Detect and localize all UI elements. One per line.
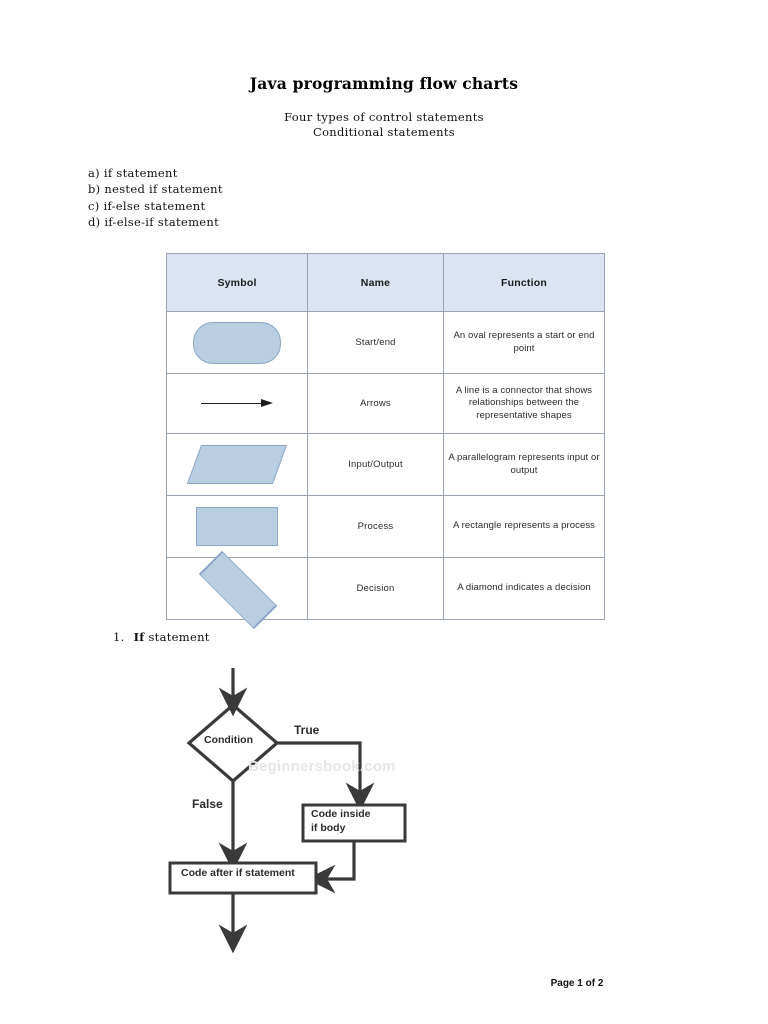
if-statement-flowchart: Beginnersbook.com Condition True False C… [150, 660, 450, 960]
name-cell-input-output: Input/Output [307, 433, 444, 496]
function-cell-input-output: A parallelogram represents input or outp… [443, 433, 605, 496]
column-header-symbol: Symbol [166, 253, 308, 312]
page-footer: Page 1 of 2 [0, 978, 768, 989]
if-body-exit-arrow [306, 841, 356, 894]
table-row: Process A rectangle represents a process [166, 495, 605, 558]
oval-icon [193, 321, 281, 364]
list-item-b: b) nested if statement [88, 182, 223, 197]
function-cell-arrows: A line is a connector that shows relatio… [443, 373, 605, 434]
subtitle-line-2: Conditional statements [312, 125, 456, 139]
if-body-label: Code inside if body [311, 808, 371, 834]
section-heading-rest: statement [148, 630, 210, 644]
function-cell-start-end: An oval represents a start or end point [443, 311, 605, 374]
table-row: Arrows A line is a connector that shows … [166, 373, 605, 434]
symbol-cell-decision [166, 550, 308, 629]
table-row: Input/Output A parallelogram represents … [166, 433, 605, 496]
list-item-c: c) if-else statement [88, 198, 206, 213]
if-body-box [301, 803, 407, 843]
subtitle-block: Four types of control statements Conditi… [0, 110, 768, 140]
function-cell-decision: A diamond indicates a decision [443, 557, 605, 620]
section-keyword: If [133, 630, 145, 644]
name-cell-arrows: Arrows [307, 373, 444, 434]
subtitle-line-1: Four types of control statements [284, 110, 484, 124]
symbol-cell-input-output [166, 433, 308, 496]
arrow-icon [201, 398, 273, 410]
name-cell-process: Process [307, 495, 444, 558]
symbol-cell-start-end [166, 311, 308, 374]
table-row: Start/end An oval represents a start or … [166, 311, 605, 374]
page-number: Page 1 of 2 [550, 978, 604, 989]
watermark-text: Beginnersbook.com [248, 758, 396, 775]
diamond-icon [182, 550, 292, 629]
function-cell-process: A rectangle represents a process [443, 495, 605, 558]
control-statements-list: a) if statement b) nested if statement c… [88, 165, 223, 230]
section-heading: 1. If statement [113, 630, 210, 644]
column-header-name: Name [307, 253, 444, 312]
rectangle-icon [196, 507, 278, 546]
list-item-d: d) if-else-if statement [88, 214, 220, 229]
true-label: True [294, 723, 320, 737]
section-number: 1. [113, 630, 125, 644]
symbol-reference-table: Symbol Name Function Start/end An oval r… [166, 253, 605, 629]
after-if-label: Code after if statement [181, 867, 295, 879]
page-title: Java programming flow charts [249, 74, 519, 93]
name-cell-start-end: Start/end [307, 311, 444, 374]
symbol-cell-process [166, 495, 308, 558]
false-label: False [192, 797, 223, 811]
decision-label: Condition [204, 734, 253, 746]
table-header-row: Symbol Name Function [166, 253, 605, 312]
after-if-box [168, 861, 318, 895]
column-header-function: Function [443, 253, 605, 312]
flowchart-svg [168, 668, 407, 954]
parallelogram-icon [186, 445, 288, 484]
true-branch-arrow [277, 741, 375, 812]
table-row: Decision A diamond indicates a decision [166, 550, 605, 629]
name-cell-decision: Decision [307, 557, 444, 620]
list-item-a: a) if statement [88, 166, 178, 180]
symbol-cell-arrows [166, 373, 308, 434]
